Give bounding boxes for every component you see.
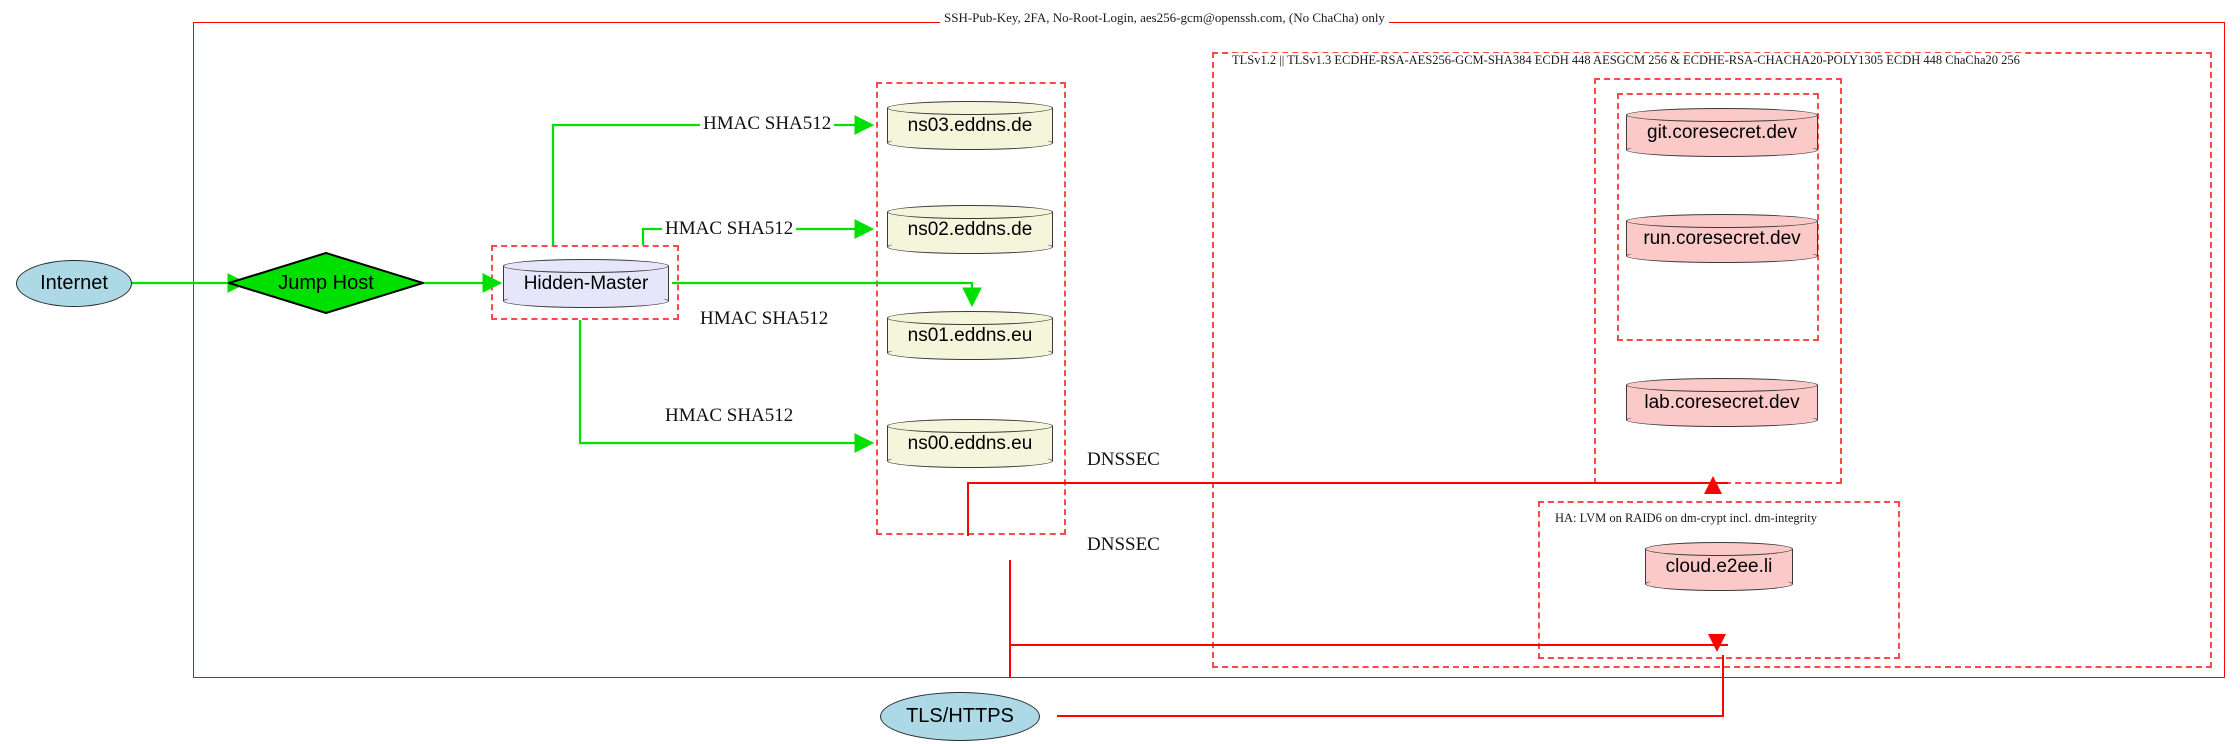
cylinder-top	[887, 419, 1053, 433]
node-ns03-label: ns03.eddns.de	[907, 114, 1033, 136]
cylinder-bottom	[1626, 413, 1818, 427]
edge-label-hmac-1: HMAC SHA512	[662, 218, 797, 240]
cluster-ha-label: HA: LVM on RAID6 on dm-crypt incl. dm-in…	[1551, 511, 1822, 525]
cylinder-bottom	[887, 136, 1053, 150]
node-ns03[interactable]: ns03.eddns.de	[887, 101, 1053, 150]
node-jump-host-label: Jump Host	[278, 271, 374, 294]
cylinder-bottom	[887, 454, 1053, 468]
node-git-coresecret-label: git.coresecret.dev	[1647, 121, 1797, 143]
cylinder-top	[1626, 108, 1818, 122]
cylinder-top	[503, 259, 669, 273]
node-ns02[interactable]: ns02.eddns.de	[887, 205, 1053, 254]
cluster-coresecret-inner	[1617, 93, 1819, 341]
red-rail-lower	[1010, 644, 1728, 646]
cylinder-bottom	[1626, 143, 1818, 157]
node-internet[interactable]: Internet	[16, 260, 132, 307]
edge-label-dnssec-0: DNSSEC	[1084, 449, 1163, 471]
cylinder-bottom	[1626, 249, 1818, 263]
cylinder-top	[1626, 214, 1818, 228]
node-run-coresecret[interactable]: run.coresecret.dev	[1626, 214, 1818, 263]
node-lab-coresecret[interactable]: lab.coresecret.dev	[1626, 378, 1818, 427]
cluster-ssh-label: SSH-Pub-Key, 2FA, No-Root-Login, aes256-…	[940, 11, 1389, 25]
node-tls-https[interactable]: TLS/HTTPS	[880, 692, 1040, 741]
cylinder-bottom	[887, 240, 1053, 254]
node-ns02-label: ns02.eddns.de	[907, 218, 1033, 240]
cylinder-top	[1626, 378, 1818, 392]
cylinder-top	[887, 205, 1053, 219]
node-ns00-label: ns00.eddns.eu	[907, 432, 1033, 454]
edge-label-hmac-2: HMAC SHA512	[697, 308, 832, 330]
node-lab-coresecret-label: lab.coresecret.dev	[1644, 391, 1800, 413]
node-cloud-e2ee-label: cloud.e2ee.li	[1665, 555, 1773, 577]
cylinder-top	[887, 311, 1053, 325]
node-run-coresecret-label: run.coresecret.dev	[1643, 227, 1801, 249]
edge-label-dnssec-1: DNSSEC	[1084, 534, 1163, 556]
cylinder-top	[887, 101, 1053, 115]
cylinder-bottom	[1645, 577, 1793, 591]
node-hidden-master[interactable]: Hidden-Master	[503, 259, 669, 308]
node-ns00[interactable]: ns00.eddns.eu	[887, 419, 1053, 468]
cylinder-bottom	[887, 346, 1053, 360]
node-cloud-e2ee[interactable]: cloud.e2ee.li	[1645, 542, 1793, 591]
node-git-coresecret[interactable]: git.coresecret.dev	[1626, 108, 1818, 157]
red-rail-upper	[968, 482, 1728, 484]
cylinder-bottom	[503, 294, 669, 308]
cluster-tls-label: TLSv1.2 || TLSv1.3 ECDHE-RSA-AES256-GCM-…	[1228, 53, 2024, 67]
node-jump-host[interactable]: Jump Host	[228, 252, 424, 314]
cylinder-top	[1645, 542, 1793, 556]
edge-label-hmac-0: HMAC SHA512	[700, 113, 835, 135]
node-ns01[interactable]: ns01.eddns.eu	[887, 311, 1053, 360]
node-ns01-label: ns01.eddns.eu	[907, 324, 1033, 346]
edge-label-hmac-3: HMAC SHA512	[662, 405, 797, 427]
diamond-shape	[228, 252, 424, 314]
node-hidden-master-label: Hidden-Master	[523, 272, 649, 294]
